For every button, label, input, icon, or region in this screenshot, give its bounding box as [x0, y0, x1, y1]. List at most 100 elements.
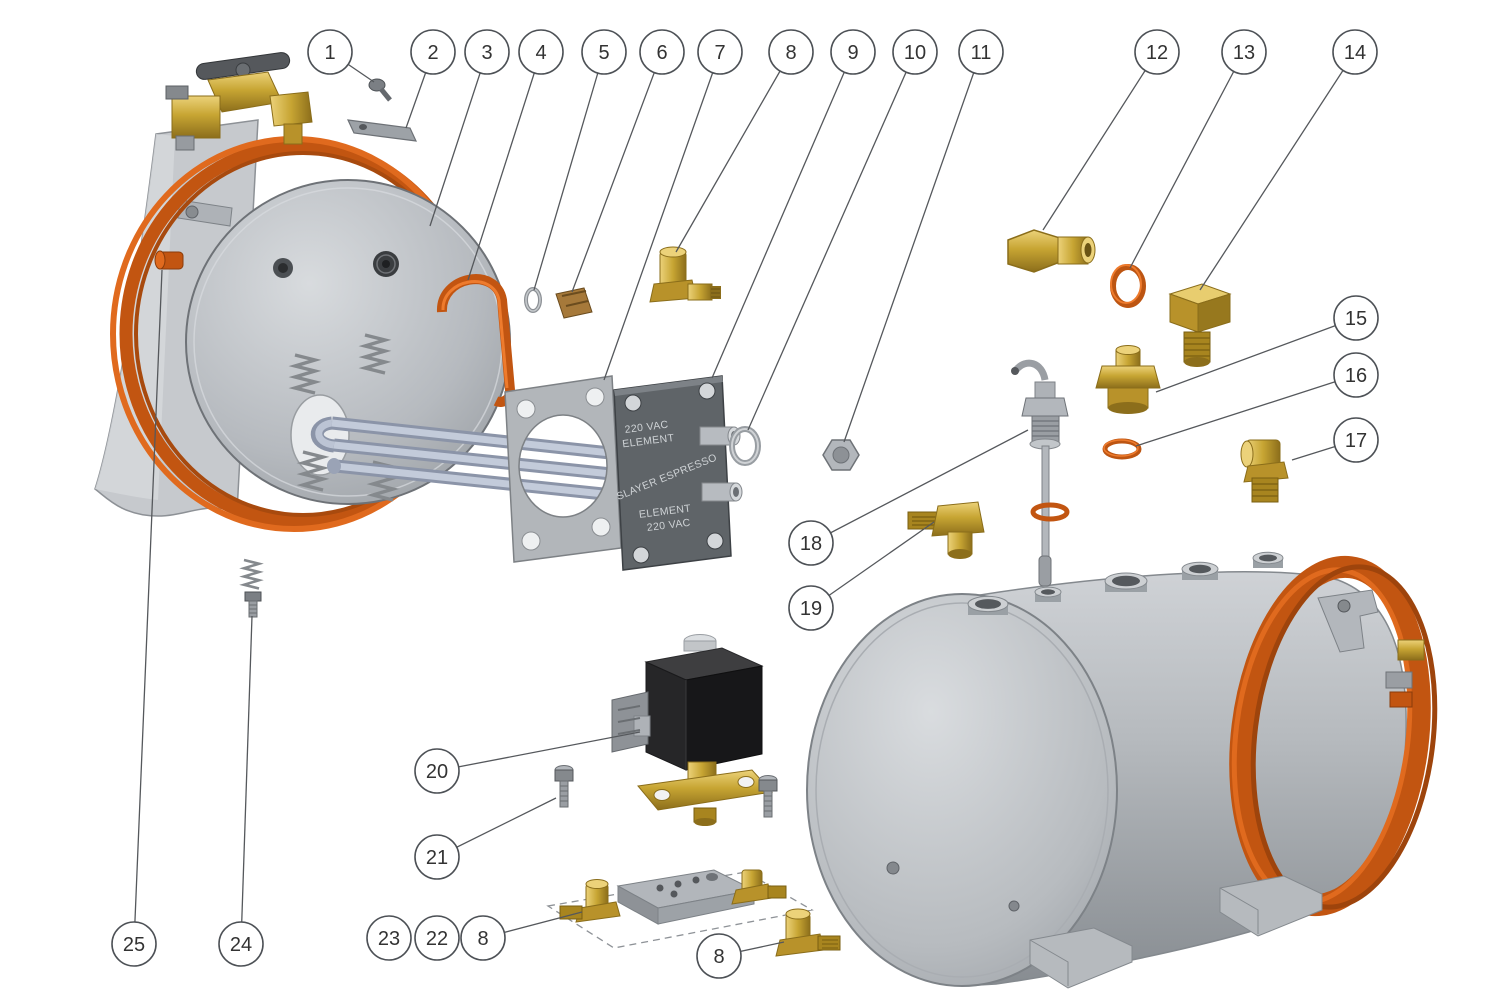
balloon-number: 6 — [656, 42, 667, 64]
boiler-top-port — [1252, 551, 1284, 568]
balloon-circle — [111, 921, 157, 967]
balloon-circle — [414, 834, 460, 880]
boiler-top-port — [1104, 572, 1148, 592]
solenoid-connector — [611, 691, 651, 753]
leader-line — [533, 51, 605, 291]
brass-elbow-fitting-8-top — [649, 246, 721, 303]
boiler-end-copper-elbow — [1389, 691, 1413, 708]
balloon-circle — [1221, 29, 1267, 75]
probe-copper-ring — [1030, 502, 1070, 522]
balloon-number: 20 — [426, 761, 448, 783]
boiler-front-face — [806, 593, 1118, 987]
bracket-screw — [368, 78, 392, 102]
callout-21-20: 21 — [414, 797, 557, 880]
manifold-assembly — [546, 869, 814, 949]
gasket-hole — [516, 399, 536, 419]
leader-line — [747, 51, 916, 431]
copper-inlet-pipe — [437, 274, 516, 407]
callout-12-11: 12 — [1042, 29, 1180, 231]
balloon-circle — [1134, 29, 1180, 75]
balloon-number: 17 — [1345, 430, 1367, 452]
element-hex-nut-11 — [822, 439, 860, 471]
balloon-circle — [518, 29, 564, 75]
balloon-circle — [460, 915, 506, 961]
boiler-top-port — [1181, 561, 1219, 580]
balloon-circle — [581, 29, 627, 75]
element-washer-10 — [729, 426, 761, 466]
temperature-probe-18 — [1011, 359, 1070, 587]
solenoid-screw-right — [758, 775, 778, 818]
leader-line — [240, 615, 253, 945]
balloon-number: 21 — [426, 847, 448, 869]
callout-18-17: 18 — [788, 429, 1029, 566]
heating-element-plate: 220 VAC ELEMENT ELEMENT 220 VAC SLAYER E… — [613, 375, 743, 571]
leader-line — [1199, 51, 1356, 291]
balloon-circle — [639, 29, 685, 75]
balloon-circle — [410, 29, 456, 75]
balloon-circle — [414, 915, 460, 961]
leader-line — [675, 51, 792, 253]
balloon-circle — [1333, 295, 1379, 341]
balloon-circle — [958, 29, 1004, 75]
leader-line — [1135, 374, 1357, 447]
balloon-number: 8 — [713, 946, 724, 968]
balloon-number: 25 — [123, 934, 145, 956]
leader-line — [810, 521, 935, 609]
callout-4-3: 4 — [467, 29, 564, 281]
balloon-circle — [768, 29, 814, 75]
brass-elbow-19 — [907, 501, 985, 559]
boiler-end-bracket — [1317, 589, 1379, 653]
leader-line — [1129, 51, 1245, 269]
balloon-circle — [788, 520, 834, 566]
balloon-circle — [307, 29, 353, 75]
element-terminal-clip-6 — [555, 287, 593, 319]
balloon-number: 14 — [1344, 42, 1366, 64]
plate-hole — [706, 532, 724, 550]
balloon-number: 1 — [324, 42, 335, 64]
pipe-washer-5 — [524, 287, 542, 313]
balloon-circle — [1333, 417, 1379, 463]
callout-19-18: 19 — [788, 521, 935, 631]
leader-line — [843, 51, 982, 443]
boiler-foot-front — [1029, 927, 1133, 989]
solenoid-brass-flange — [637, 761, 773, 826]
balloon-number: 8 — [477, 928, 488, 950]
balloon-number: 22 — [426, 928, 448, 950]
balloon-circle — [788, 585, 834, 631]
brass-elbow-17 — [1240, 439, 1289, 503]
leader-line — [1155, 317, 1357, 393]
callout-1-0: 1 — [307, 29, 375, 83]
leader-line — [1042, 51, 1158, 231]
brass-elbow-manifold-outlet-8 — [775, 908, 841, 957]
callout-7-6: 7 — [603, 29, 743, 381]
balloon-number: 16 — [1345, 365, 1367, 387]
balloon-number: 2 — [427, 42, 438, 64]
balloon-circle — [414, 748, 460, 794]
balloon-number: 4 — [535, 42, 546, 64]
balloon-number: 12 — [1146, 42, 1168, 64]
callout-16-15: 16 — [1135, 352, 1379, 447]
balloon-number: 18 — [800, 533, 822, 555]
leader-line — [429, 51, 488, 227]
gasket-hole — [591, 517, 611, 537]
balloon-circle — [218, 921, 264, 967]
balloon-circle — [1333, 352, 1379, 398]
copper-washer-16 — [1102, 438, 1142, 460]
brass-fitting-manifold-right — [731, 869, 787, 905]
leader-line — [467, 51, 542, 281]
balloon-number: 24 — [230, 934, 252, 956]
balloon-circle — [830, 29, 876, 75]
balloon-number: 23 — [378, 928, 400, 950]
boiler-end-clamp — [1385, 671, 1413, 689]
callout-24-26: 24 — [218, 615, 264, 967]
callout-8-24: 8 — [696, 933, 785, 979]
balloon-number: 7 — [714, 42, 725, 64]
assembled-boiler — [806, 551, 1438, 989]
balloon-circle — [464, 29, 510, 75]
callout-25-25: 25 — [111, 269, 163, 967]
balloon-number: 10 — [904, 42, 926, 64]
callout-9-8: 9 — [711, 29, 876, 379]
